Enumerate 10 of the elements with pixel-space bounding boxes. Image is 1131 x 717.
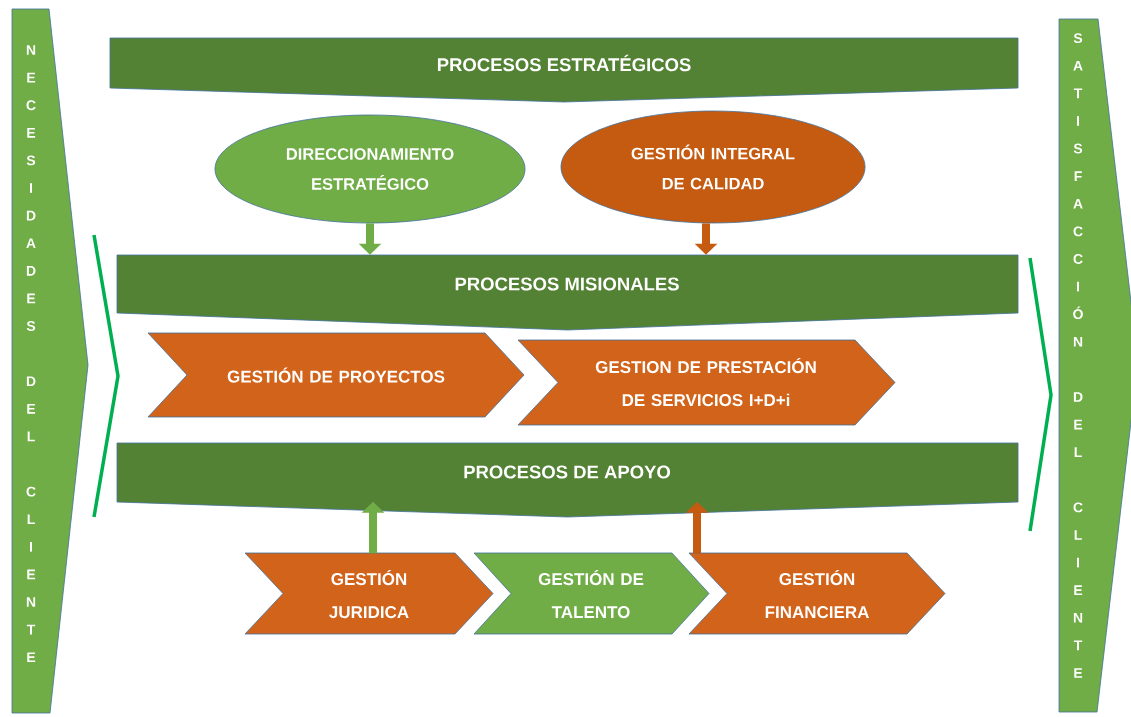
process-band: PROCESOS MISIONALES	[116, 254, 1019, 331]
chevron-box: GESTIÓN DE PROYECTOS	[147, 332, 525, 418]
process-band: PROCESOS ESTRATÉGICOS	[109, 37, 1019, 103]
process-band: PROCESOS DE APOYO	[116, 442, 1019, 518]
chevron-box: GESTIÓN JURIDICA	[244, 552, 494, 635]
chevron-box: GESTION DE PRESTACIÓN DE SERVICIOS I+D+i	[517, 339, 896, 426]
arrow-band: NECESIDADES DEL CLIENTE	[11, 8, 89, 714]
chevron-box: GESTIÓN DE TALENTO	[473, 552, 710, 635]
arrow-band: SATISFACCIÓN DEL CLIENTE	[1058, 18, 1131, 713]
chevron-box: GESTIÓN FINANCIERA	[688, 552, 946, 635]
